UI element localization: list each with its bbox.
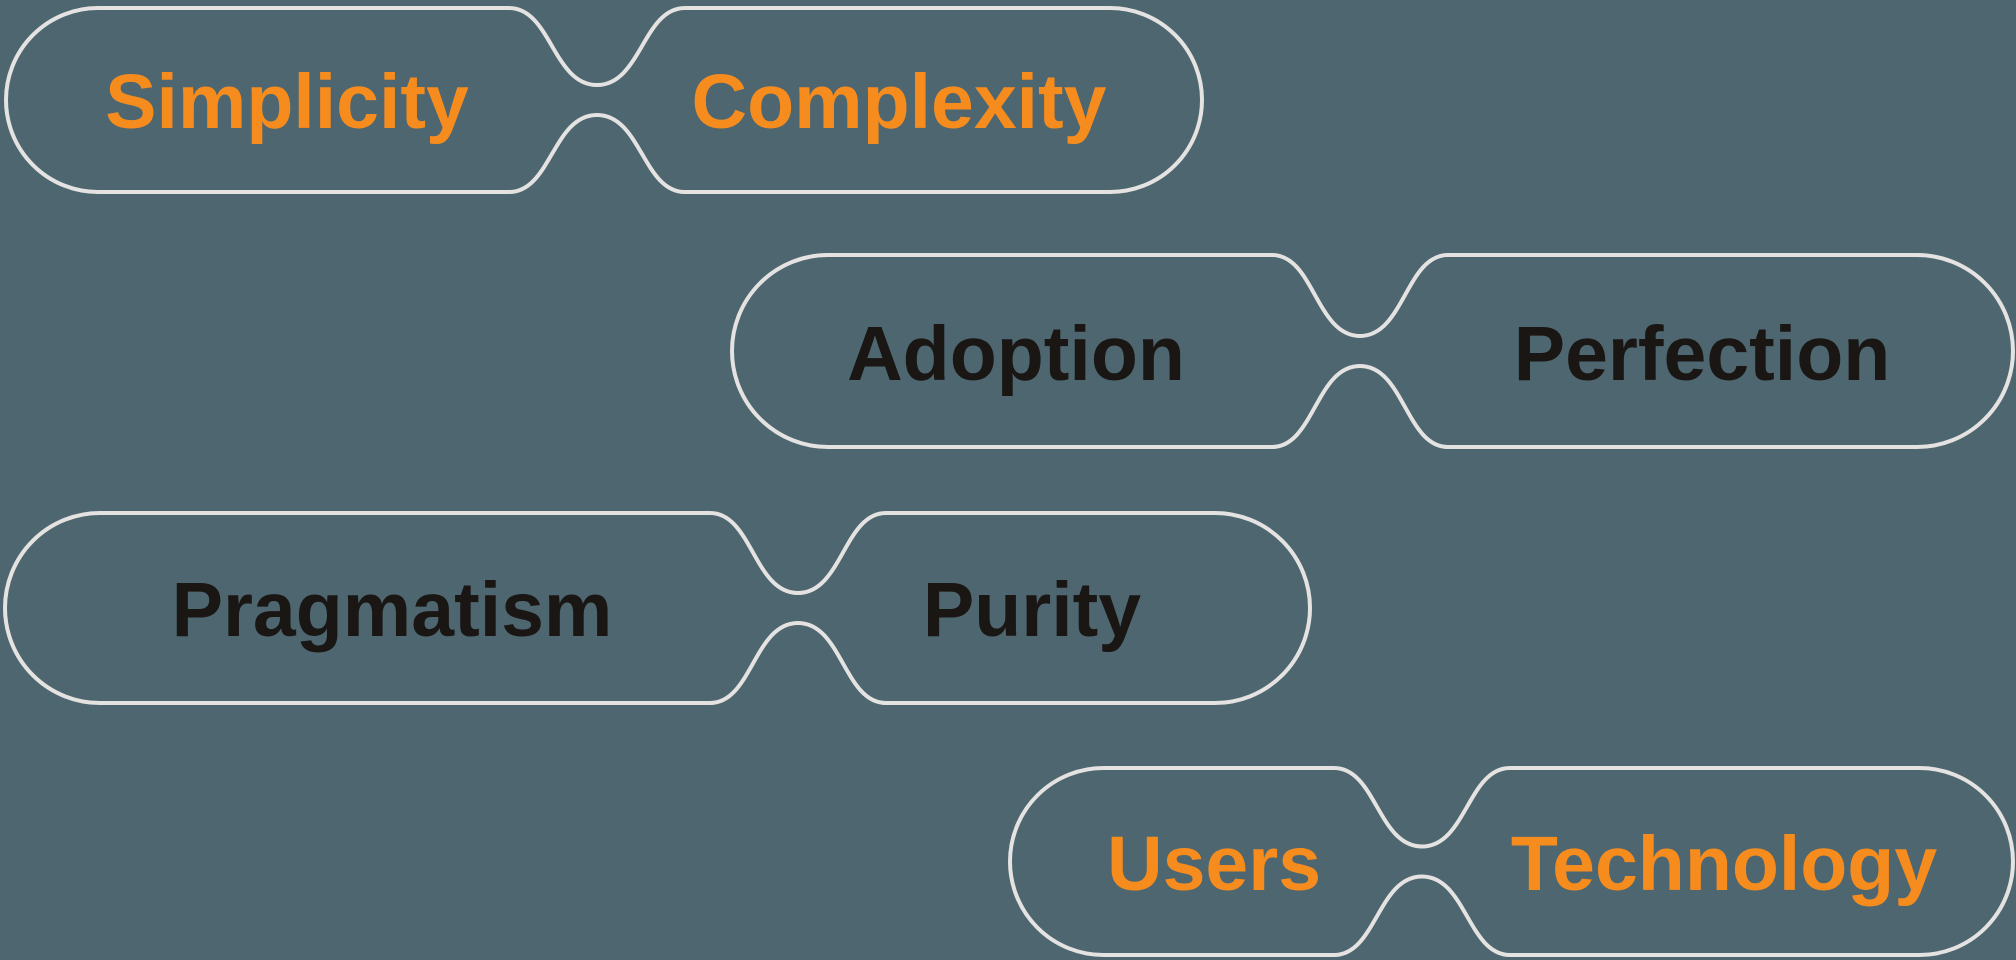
dumbbell-outline-users-technology xyxy=(1008,766,2015,957)
dumbbell-outline-adoption-perfection xyxy=(730,253,2015,449)
dumbbell-outline-pragmatism-purity xyxy=(3,511,1312,705)
dumbbell-outline-simplicity-complexity xyxy=(4,6,1204,194)
label-technology: Technology xyxy=(1511,821,1938,907)
pair-users-technology: Users Technology xyxy=(1008,766,2015,957)
pair-pragmatism-purity: Pragmatism Purity xyxy=(3,511,1312,705)
label-complexity: Complexity xyxy=(691,59,1106,145)
pair-adoption-perfection: Adoption Perfection xyxy=(730,253,2015,449)
label-simplicity: Simplicity xyxy=(105,59,469,145)
label-perfection: Perfection xyxy=(1514,311,1891,397)
label-users: Users xyxy=(1107,821,1321,907)
label-pragmatism: Pragmatism xyxy=(172,567,613,653)
pair-simplicity-complexity: Simplicity Complexity xyxy=(4,6,1204,194)
label-adoption: Adoption xyxy=(847,311,1185,397)
label-purity: Purity xyxy=(923,567,1141,653)
